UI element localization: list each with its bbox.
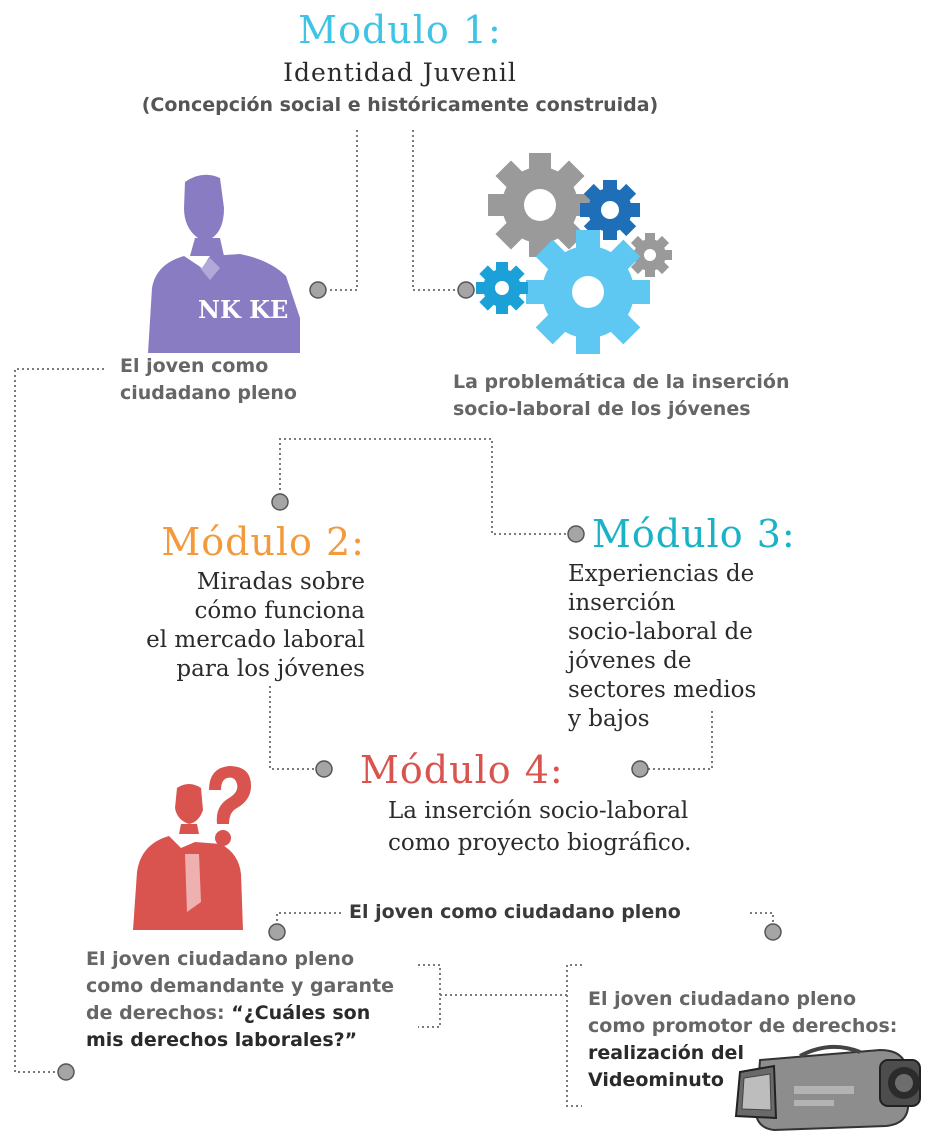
modulo4-line3: El joven como ciudadano pleno [349, 901, 681, 923]
topic-joven-line1: El joven como [120, 355, 269, 377]
topic-joven-label: El joven como ciudadano pleno [120, 353, 297, 407]
modulo3-line2: inserción [568, 590, 676, 616]
modulo4-line1: La inserción socio-laboral [388, 798, 689, 824]
node-modulo3 [567, 525, 585, 543]
modulo3-line1: Experiencias de [568, 561, 755, 587]
bottom-right-line4: Videominuto [588, 1069, 724, 1091]
modulo2-body: Miradas sobre cómo funciona el mercado l… [0, 568, 365, 684]
question-person-icon [125, 762, 260, 932]
node-bottom-left-side [57, 1063, 75, 1081]
modulo1-note: (Concepción social e históricamente cons… [141, 94, 659, 116]
bottom-left-line3-prefix: de derechos: [86, 1002, 232, 1024]
modulo3-line6: y bajos [568, 706, 650, 732]
bottom-right-line2: como promotor de derechos: [588, 1015, 898, 1037]
topic-joven-line2: ciudadano pleno [120, 382, 297, 404]
bracket-bottom-left [418, 964, 441, 1028]
bottom-left-line3-quote: “¿Cuáles son [231, 1002, 371, 1024]
node-modulo4-right [631, 760, 649, 778]
modulo2-line2: cómo funciona [194, 598, 365, 624]
modulo4-line2: como proyecto biográfico. [388, 830, 692, 856]
modulo2-line3: el mercado laboral [146, 627, 365, 653]
shirt-text: NK KE [198, 295, 288, 324]
bottom-left-line1: El joven ciudadano pleno [86, 948, 355, 970]
bottom-left-text: El joven ciudadano pleno como demandante… [86, 946, 394, 1054]
bracket-bottom-right [566, 964, 582, 1107]
youth-silhouette-icon: NK KE [140, 168, 315, 358]
bottom-right-line3: realización del [588, 1042, 744, 1064]
bottom-left-line2: como demandante y garante [86, 975, 395, 997]
modulo1-subtitle: Identidad Juvenil [283, 58, 517, 87]
connector-joven-bottom-left [14, 368, 104, 1073]
connector-mod3-mod4 [648, 711, 713, 770]
connector-modulo1-problematica [412, 130, 462, 291]
node-problematica [457, 281, 475, 299]
modulo1-title: Modulo 1: [298, 8, 502, 52]
bottom-left-line3: de derechos: “¿Cuáles son [86, 1000, 394, 1027]
modulo3-body: Experiencias de inserción socio-laboral … [568, 560, 756, 734]
connector-mod4-bottom-left [276, 912, 341, 925]
gears-icon [470, 150, 680, 355]
modulo2-line4: para los jóvenes [176, 656, 365, 682]
node-bottom-left [268, 923, 286, 941]
topic-problematica-label: La problemática de la inserción socio-la… [453, 369, 790, 423]
topic-problematica-line1: La problemática de la inserción [453, 371, 790, 393]
modulo3-line4: jóvenes de [568, 648, 692, 674]
modulo2-line1: Miradas sobre [196, 569, 365, 595]
connector-mod2-mod4 [269, 686, 315, 770]
bottom-right-text: El joven ciudadano pleno como promotor d… [588, 986, 897, 1094]
modulo2-title: Módulo 2: [161, 520, 365, 564]
node-modulo4-left [315, 760, 333, 778]
modulo3-line3: socio-laboral de [568, 619, 753, 645]
bottom-left-line4: mis derechos laborales?” [86, 1029, 358, 1051]
node-modulo2 [271, 493, 289, 511]
topic-problematica-line2: socio-laboral de los jóvenes [453, 398, 751, 420]
connector-modulo1-joven [328, 130, 358, 291]
connector-mod4-bottom-right [750, 912, 774, 925]
node-joven [309, 281, 327, 299]
bottom-right-line1: El joven ciudadano pleno [588, 988, 857, 1010]
modulo3-line5: sectores medios [568, 677, 757, 703]
modulo4-title: Módulo 4: [360, 748, 564, 792]
video-camera-icon [730, 1036, 930, 1134]
modulo3-title: Módulo 3: [592, 512, 796, 556]
node-bottom-right [764, 923, 782, 941]
